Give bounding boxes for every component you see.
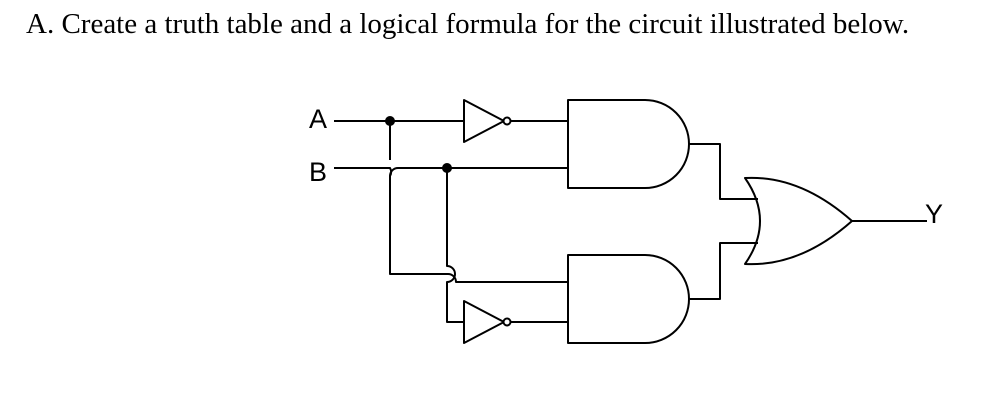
input-label-a: A bbox=[309, 104, 327, 134]
wire-b-to-bottom-not bbox=[446, 168, 464, 323]
wire-a-to-bottom-and bbox=[389, 176, 568, 283]
or-gate bbox=[744, 176, 853, 266]
and-gate-bottom bbox=[567, 254, 690, 344]
not-gate-bottom bbox=[463, 300, 512, 344]
junction-b bbox=[442, 163, 452, 173]
wire-top-and-to-or bbox=[689, 143, 758, 200]
and-gate-top bbox=[567, 99, 690, 189]
input-label-b: B bbox=[309, 157, 327, 187]
junction-a bbox=[385, 116, 395, 126]
output-label-y: Y bbox=[925, 199, 943, 229]
wire-bottom-and-to-or bbox=[689, 242, 758, 300]
not-gate-top bbox=[463, 99, 512, 143]
question-text: A. Create a truth table and a logical fo… bbox=[26, 8, 910, 40]
wire-b bbox=[334, 167, 568, 177]
